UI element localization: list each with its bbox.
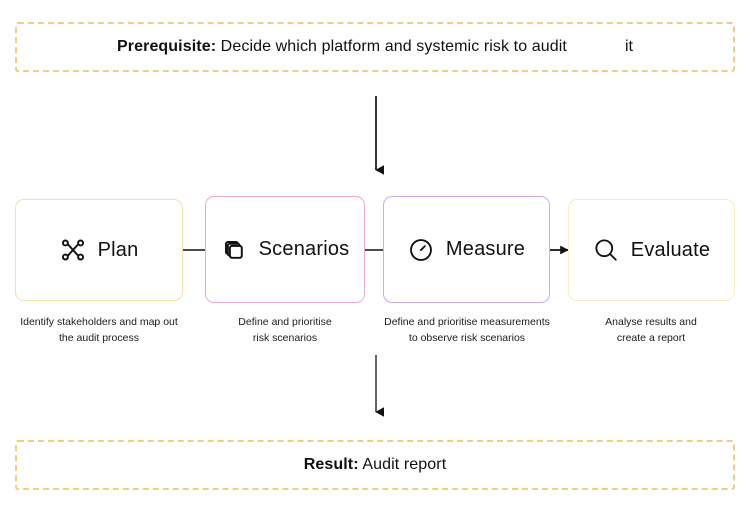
result-banner: Result: Audit report xyxy=(15,440,735,490)
stacked-squares-icon xyxy=(221,237,247,263)
network-nodes-icon xyxy=(60,237,86,263)
prerequisite-trailing-text: it xyxy=(624,38,633,55)
prerequisite-body: Decide which platform and systemic risk … xyxy=(216,38,567,55)
stage-label-evaluate: Evaluate xyxy=(630,238,711,261)
stage-box-scenarios[interactable]: Scenarios xyxy=(205,196,365,303)
stage-box-plan[interactable]: Plan xyxy=(15,199,183,301)
stage-label-measure: Measure xyxy=(445,238,526,260)
stage-label-scenarios: Scenarios xyxy=(258,238,350,260)
caption-plan: Identify stakeholders and map out the au… xyxy=(20,316,178,345)
stage-label-plan: Plan xyxy=(97,238,139,261)
result-label: Result: xyxy=(303,456,359,473)
prerequisite-text: Prerequisite: Decide which platform and … xyxy=(117,38,567,56)
caption-measure: Define and prioritise measurements to ob… xyxy=(384,316,550,345)
prerequisite-banner: Prerequisite: Decide which platform and … xyxy=(15,22,735,72)
magnifier-icon xyxy=(593,237,619,263)
stage-box-measure[interactable]: Measure xyxy=(383,196,550,303)
stage-box-evaluate[interactable]: Evaluate xyxy=(568,199,735,301)
gauge-icon xyxy=(408,237,434,263)
caption-evaluate: Analyse results and create a report xyxy=(605,316,697,345)
prerequisite-label: Prerequisite: xyxy=(117,38,217,55)
caption-scenarios: Define and prioritise risk scenarios xyxy=(238,316,332,345)
result-body: Audit report xyxy=(358,456,447,473)
result-text: Result: Audit report xyxy=(304,456,447,474)
